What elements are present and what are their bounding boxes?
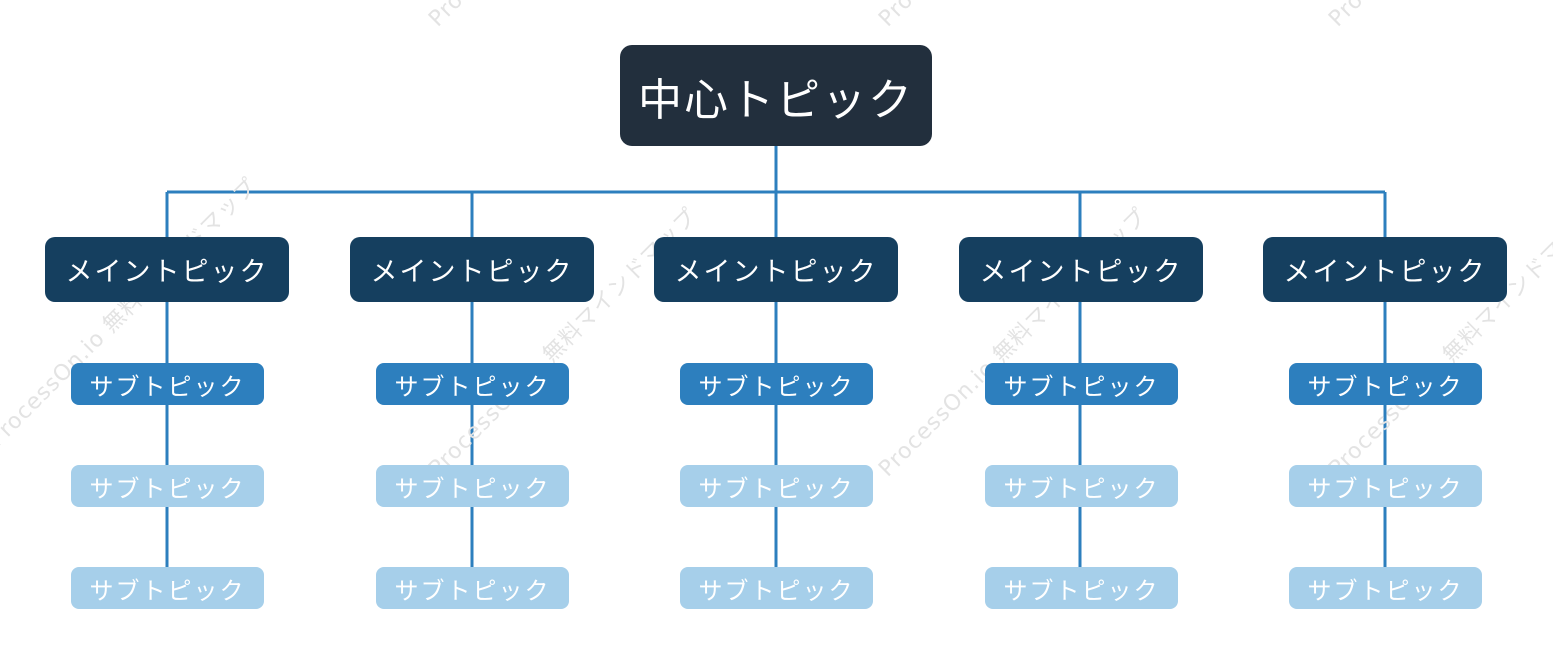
- sub-topic-1-3[interactable]: サブトピック: [71, 567, 264, 609]
- sub-topic-1-1[interactable]: サブトピック: [71, 363, 264, 405]
- sub-topic-2-3[interactable]: サブトピック: [376, 567, 569, 609]
- main-topic-3[interactable]: メイントピック: [654, 237, 898, 302]
- sub-topic-5-2[interactable]: サブトピック: [1289, 465, 1482, 507]
- sub-topic-3-2[interactable]: サブトピック: [680, 465, 873, 507]
- sub-topic-4-3[interactable]: サブトピック: [985, 567, 1178, 609]
- central-topic[interactable]: 中心トピック: [620, 45, 932, 146]
- main-topic-5[interactable]: メイントピック: [1263, 237, 1507, 302]
- sub-topic-5-3[interactable]: サブトピック: [1289, 567, 1482, 609]
- sub-topic-5-1[interactable]: サブトピック: [1289, 363, 1482, 405]
- sub-topic-2-2[interactable]: サブトピック: [376, 465, 569, 507]
- sub-topic-1-2[interactable]: サブトピック: [71, 465, 264, 507]
- main-topic-1[interactable]: メイントピック: [45, 237, 289, 302]
- sub-topic-3-3[interactable]: サブトピック: [680, 567, 873, 609]
- sub-topic-3-1[interactable]: サブトピック: [680, 363, 873, 405]
- main-topic-2[interactable]: メイントピック: [350, 237, 594, 302]
- sub-topic-4-1[interactable]: サブトピック: [985, 363, 1178, 405]
- sub-topic-4-2[interactable]: サブトピック: [985, 465, 1178, 507]
- sub-topic-2-1[interactable]: サブトピック: [376, 363, 569, 405]
- main-topic-4[interactable]: メイントピック: [959, 237, 1203, 302]
